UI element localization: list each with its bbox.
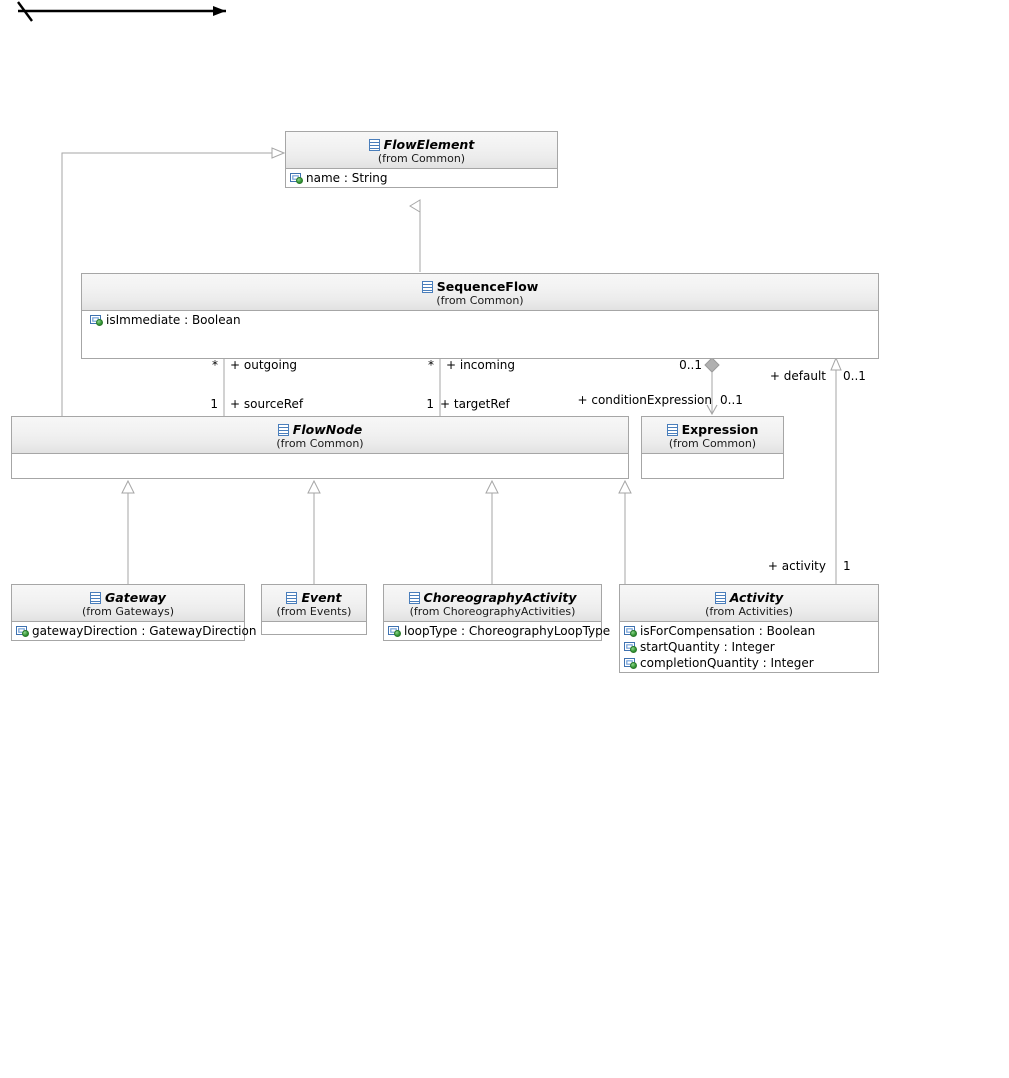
- class-attributes: isForCompensation : Boolean startQuantit…: [620, 622, 878, 672]
- class-box-flownode[interactable]: FlowNode (from Common): [11, 416, 629, 479]
- class-attribute: loopType : ChoreographyLoopType: [384, 623, 610, 639]
- edge-label-incoming-mult: *: [428, 358, 434, 372]
- class-attribute: name : String: [286, 170, 557, 186]
- class-attributes: name : String: [286, 169, 557, 187]
- class-name: Event: [301, 590, 342, 605]
- edge-label-default-role: + default: [769, 369, 826, 383]
- attribute-text: gatewayDirection : GatewayDirection: [32, 624, 257, 638]
- class-icon: [277, 424, 289, 436]
- edge-label-outgoing-mult: *: [212, 358, 218, 372]
- edge-label-outgoing-role: + outgoing: [230, 358, 298, 372]
- class-header: Activity (from Activities): [620, 585, 878, 622]
- class-title-line: Expression: [644, 421, 781, 437]
- class-box-sequenceflow[interactable]: SequenceFlow (from Common) isImmediate :…: [81, 273, 879, 359]
- attribute-text: isForCompensation : Boolean: [640, 624, 816, 638]
- class-box-gateway[interactable]: Gateway (from Gateways) gatewayDirection…: [11, 584, 256, 641]
- class-title-line: ChoreographyActivity: [386, 589, 599, 605]
- class-attributes: loopType : ChoreographyLoopType: [384, 622, 610, 640]
- class-package: (from Common): [436, 294, 524, 307]
- class-attributes-empty: [12, 454, 628, 478]
- edge-label-activity-mult: 1: [843, 559, 851, 573]
- class-box-event[interactable]: Event (from Events): [261, 584, 367, 635]
- class-box-choreographyactivity[interactable]: ChoreographyActivity (from ChoreographyA…: [383, 584, 610, 641]
- class-title-line: SequenceFlow: [84, 278, 876, 294]
- class-header: Expression (from Common): [642, 417, 783, 454]
- edge-label-sourceref-mult: 1: [210, 397, 218, 411]
- edge-activity-default-sequenceflow: [830, 356, 842, 586]
- class-attributes-empty: [642, 454, 783, 478]
- class-icon: [90, 592, 102, 604]
- class-package: (from Common): [377, 152, 466, 165]
- class-package: (from Events): [276, 605, 352, 618]
- attribute-icon: [388, 626, 402, 637]
- attribute-icon: [16, 626, 30, 637]
- attribute-text: name : String: [306, 171, 388, 185]
- class-package: (from ChoreographyActivities): [409, 605, 576, 618]
- edge-label-targetref-mult: 1: [426, 397, 434, 411]
- annotation-arrow: [17, 1, 226, 22]
- attribute-icon: [624, 626, 638, 637]
- class-attribute: gatewayDirection : GatewayDirection: [12, 623, 256, 639]
- attribute-text: startQuantity : Integer: [640, 640, 775, 654]
- class-header: Event (from Events): [262, 585, 366, 622]
- edge-label-conditionexpression-mult-near: 0..1: [679, 358, 702, 372]
- class-icon: [666, 424, 678, 436]
- class-name: ChoreographyActivity: [423, 590, 577, 605]
- class-attributes: gatewayDirection : GatewayDirection: [12, 622, 256, 640]
- edge-gateway-generalizes-flownode: [121, 479, 135, 586]
- class-title-line: FlowNode: [14, 421, 626, 437]
- edge-label-conditionexpression-mult-far: 0..1: [720, 393, 743, 407]
- class-attribute: completionQuantity : Integer: [620, 655, 878, 671]
- edge-choreographyactivity-generalizes-flownode: [485, 479, 499, 586]
- class-name: Gateway: [105, 590, 166, 605]
- class-icon: [286, 592, 298, 604]
- class-attribute: startQuantity : Integer: [620, 639, 878, 655]
- attribute-text: loopType : ChoreographyLoopType: [404, 624, 611, 638]
- attribute-icon: [90, 315, 104, 326]
- class-title-line: Gateway: [14, 589, 242, 605]
- attribute-icon: [290, 173, 304, 184]
- class-box-activity[interactable]: Activity (from Activities) isForCompensa…: [619, 584, 879, 673]
- class-name: Activity: [729, 590, 784, 605]
- class-header: Gateway (from Gateways): [12, 585, 244, 622]
- class-attributes-empty: [262, 622, 366, 634]
- class-attributes: isImmediate : Boolean: [82, 311, 878, 358]
- class-title-line: FlowElement: [288, 136, 555, 152]
- edge-activity-generalizes-flownode: [618, 479, 632, 586]
- class-header: ChoreographyActivity (from ChoreographyA…: [384, 585, 601, 622]
- class-icon: [714, 592, 726, 604]
- class-box-flowelement[interactable]: FlowElement (from Common) name : String: [285, 131, 558, 188]
- class-header: SequenceFlow (from Common): [82, 274, 878, 311]
- class-icon: [408, 592, 420, 604]
- edge-label-sourceref-role: + sourceRef: [230, 397, 304, 411]
- class-package: (from Activities): [705, 605, 793, 618]
- edge-event-generalizes-flownode: [307, 479, 321, 586]
- class-icon: [368, 139, 380, 151]
- class-icon: [421, 281, 433, 293]
- attribute-text: isImmediate : Boolean: [106, 313, 241, 327]
- class-attribute: isImmediate : Boolean: [82, 312, 878, 328]
- class-name: SequenceFlow: [436, 279, 539, 294]
- attribute-icon: [624, 642, 638, 653]
- attribute-text: completionQuantity : Integer: [640, 656, 814, 670]
- class-title-line: Event: [264, 589, 364, 605]
- edge-label-default-mult: 0..1: [843, 369, 866, 383]
- class-header: FlowElement (from Common): [286, 132, 557, 169]
- class-package: (from Gateways): [81, 605, 174, 618]
- class-name: FlowNode: [292, 422, 363, 437]
- edge-label-targetref-role: + targetRef: [440, 397, 510, 411]
- class-box-expression[interactable]: Expression (from Common): [641, 416, 784, 479]
- class-package: (from Common): [276, 437, 364, 450]
- edge-label-activity-role: + activity: [767, 559, 826, 573]
- attribute-icon: [624, 658, 638, 669]
- class-package: (from Common): [668, 437, 757, 450]
- class-attribute: isForCompensation : Boolean: [620, 623, 878, 639]
- class-name: FlowElement: [383, 137, 475, 152]
- class-title-line: Activity: [622, 589, 876, 605]
- class-header: FlowNode (from Common): [12, 417, 628, 454]
- edge-label-incoming-role: + incoming: [446, 358, 515, 372]
- class-name: Expression: [681, 422, 759, 437]
- edge-label-conditionexpression-role: + conditionExpression: [577, 393, 713, 407]
